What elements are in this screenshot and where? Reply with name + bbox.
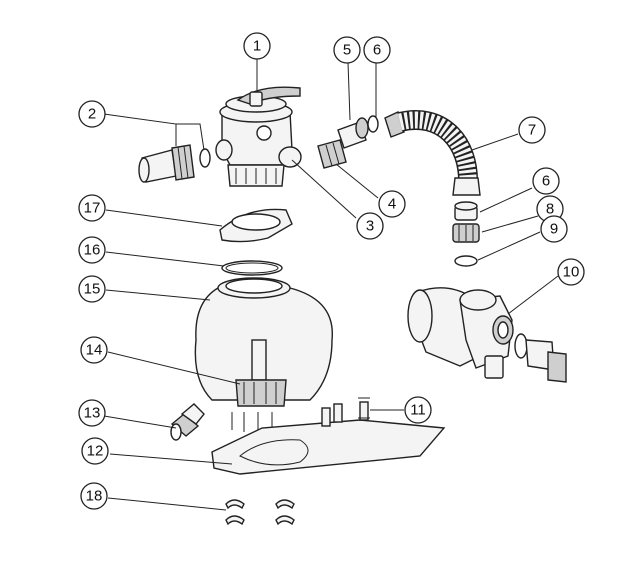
callout-17-label: 17: [84, 200, 101, 217]
flexible-hose: [384, 110, 481, 196]
drain-plug: [170, 403, 205, 441]
mounting-bolts: [321, 397, 370, 427]
callout-4-label: 4: [388, 196, 396, 213]
hose-adapter: [452, 201, 480, 267]
callout-11-label: 11: [410, 402, 426, 419]
leader-lines: [103, 58, 559, 511]
callout-2: 2: [78, 100, 106, 128]
callout-15-label: 15: [84, 281, 101, 298]
callout-10: 10: [557, 258, 585, 286]
pump: [407, 287, 567, 383]
callout-12: 12: [81, 437, 109, 465]
callout-5: 5: [333, 36, 361, 64]
callout-18: 18: [80, 482, 108, 510]
callout-10-label: 10: [563, 264, 580, 281]
callout-2-label: 2: [88, 106, 96, 123]
callout-4: 4: [378, 190, 406, 218]
callout-6-lower: 6: [532, 167, 560, 195]
tank-clamp: [219, 208, 293, 243]
callout-17: 17: [78, 194, 106, 222]
callout-13: 13: [78, 399, 106, 427]
lateral-assembly: [231, 339, 287, 432]
callout-18-label: 18: [86, 488, 103, 505]
callout-6-upper-label: 6: [373, 42, 381, 59]
union-connector-left: [138, 144, 211, 183]
callout-6-lower-label: 6: [542, 173, 550, 190]
callout-7: 7: [518, 116, 546, 144]
callout-9: 9: [540, 215, 568, 243]
callout-12-label: 12: [87, 443, 104, 460]
callout-15: 15: [78, 275, 106, 303]
mounting-clips: [225, 499, 295, 526]
callout-7-label: 7: [528, 122, 536, 139]
callout-16-label: 16: [84, 242, 101, 259]
callout-9-label: 9: [550, 221, 558, 238]
multiport-valve: [215, 86, 302, 187]
callout-13-label: 13: [84, 405, 101, 422]
callout-14: 14: [80, 336, 108, 364]
tank-o-ring: [221, 260, 283, 276]
callout-3-label: 3: [366, 218, 374, 235]
callout-1: 1: [243, 32, 271, 60]
callout-16: 16: [78, 236, 106, 264]
callout-11: 11: [404, 396, 432, 424]
callout-8-label: 8: [546, 201, 554, 218]
callout-1-label: 1: [253, 38, 261, 55]
callout-5-label: 5: [343, 42, 351, 59]
callout-3: 3: [356, 212, 384, 240]
callout-6-upper: 6: [363, 36, 391, 64]
callout-14-label: 14: [86, 342, 103, 359]
base-plate: [211, 419, 446, 475]
union-connector-right: [317, 115, 379, 169]
